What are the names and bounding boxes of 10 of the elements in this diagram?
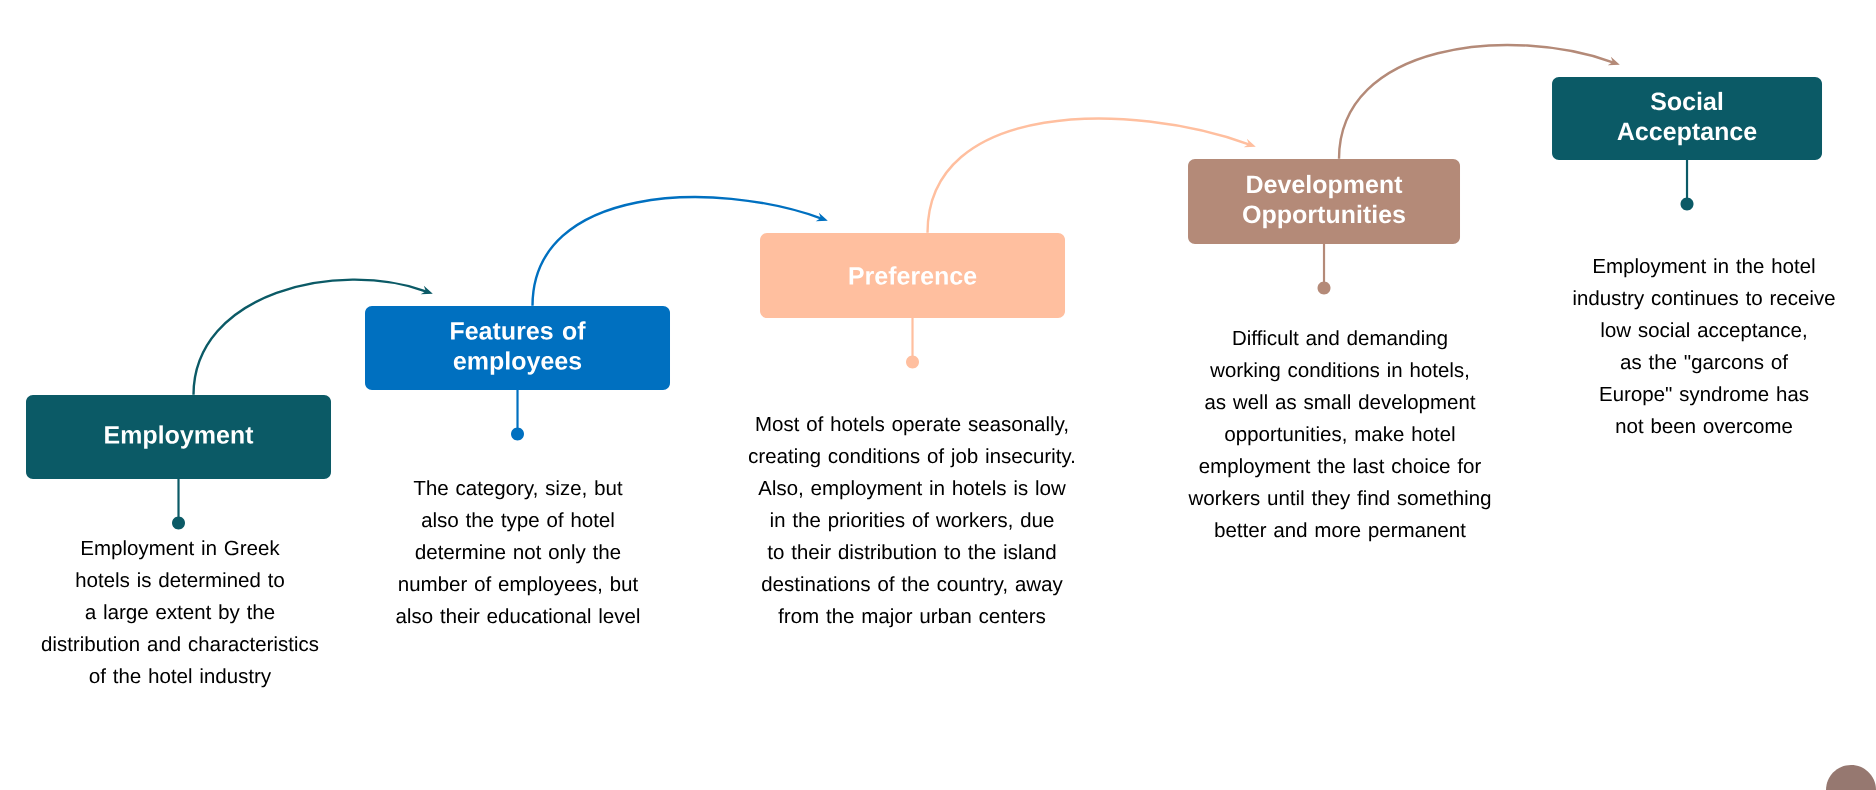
title-box: Development Opportunities (1188, 159, 1460, 244)
title-box: Employment (26, 395, 331, 479)
description-text: Employment in Greek hotels is determined to a large extent by the distribution and characteristics of the hotel industry (41, 540, 319, 688)
title-box: Social Acceptance (1552, 77, 1822, 160)
description-text: The category, size, but also the type of hotel determine not only the number of employees, but also their educational level (396, 480, 640, 624)
description-text: Most of hotels operate seasonally, creating conditions of job insecurity. Also, employment in hotels is low in the priorities of workers, due to their distribution to the island destinations of the country, away from the major urban centers (749, 416, 1074, 628)
description-text: Difficult and demanding working conditions in hotels, as well as small development opportunities, make hotel employment the last choice for workers until they find something better and more permanent (1188, 330, 1491, 542)
description-text: Employment in the hotel industry continues to receive low social acceptance, as the "garcons of Europe" syndrome has not been overcome (1573, 258, 1835, 434)
title-box: Features of employees (365, 306, 670, 390)
title-box: Preference (760, 233, 1065, 318)
